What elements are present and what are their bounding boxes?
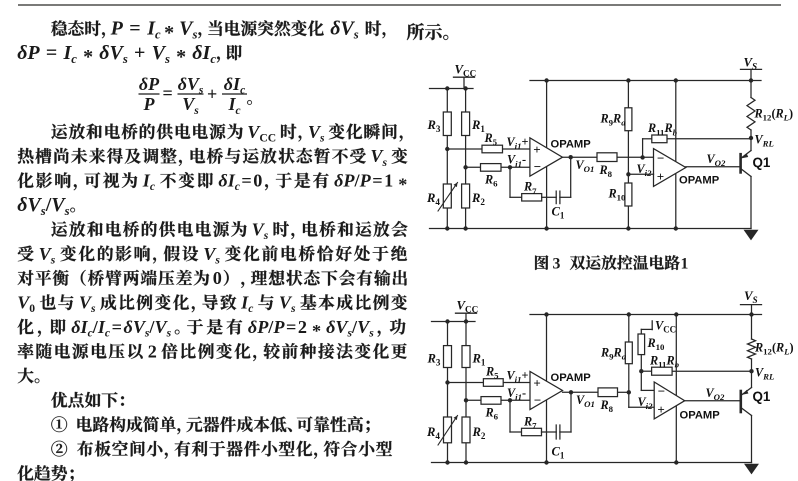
svg-text:VRL: VRL (755, 365, 774, 381)
svg-text:Vi1+: Vi1+ (507, 369, 529, 385)
svg-text:=: = (163, 83, 173, 103)
svg-text:R7: R7 (523, 414, 537, 430)
svg-text:C1: C1 (552, 205, 565, 221)
svg-text:R8: R8 (600, 398, 614, 414)
svg-text:−: − (658, 384, 665, 399)
svg-text:Vs: Vs (252, 219, 269, 242)
svg-text:Vs: Vs (370, 146, 387, 169)
svg-text:P=Ic*Vs: P=Ic*Vs (110, 18, 198, 44)
svg-text:Vs: Vs (279, 293, 296, 316)
svg-text:VO2: VO2 (706, 386, 725, 402)
svg-text:VO1: VO1 (576, 158, 595, 174)
svg-text:VCC: VCC (455, 63, 477, 79)
svg-text:Vs: Vs (79, 293, 96, 316)
svg-text:Vs: Vs (203, 244, 220, 267)
svg-text:+: + (657, 402, 664, 417)
svg-text:R3: R3 (427, 118, 441, 134)
svg-text:Vi2: Vi2 (638, 395, 654, 411)
svg-text:Vi2: Vi2 (637, 162, 653, 178)
svg-text:OPAMP: OPAMP (680, 409, 721, 421)
svg-text:1: 1 (681, 256, 689, 273)
svg-text:R5: R5 (485, 364, 499, 380)
svg-text:R12(RL): R12(RL) (754, 106, 794, 122)
svg-text:R9Ra: R9Ra (600, 112, 627, 128)
svg-text:−: − (534, 392, 541, 407)
svg-text:R1: R1 (472, 352, 486, 368)
svg-text:−: − (534, 159, 541, 174)
svg-text:R6: R6 (484, 173, 498, 189)
svg-text:OPAMP: OPAMP (551, 138, 592, 150)
svg-text:Vi1-: Vi1- (507, 386, 526, 402)
svg-text:δP/P=2*δVs/Vs: δP/P=2*δVs/Vs (248, 317, 374, 341)
svg-text:R2: R2 (471, 191, 485, 207)
svg-text:R5: R5 (484, 131, 498, 147)
svg-text:R12(RL): R12(RL) (754, 340, 794, 356)
svg-text:R1: R1 (471, 118, 485, 134)
svg-text:Q1: Q1 (753, 389, 771, 404)
svg-text:δP=Ic*δVs+Vs*δIc: δP=Ic*δVs+Vs*δIc (17, 42, 216, 68)
svg-text:R4: R4 (426, 425, 440, 441)
svg-text:3: 3 (553, 256, 561, 273)
svg-text:VRL: VRL (755, 132, 774, 148)
svg-text:Vs: Vs (39, 244, 56, 267)
svg-text:R11Rb: R11Rb (647, 121, 678, 137)
svg-text:R6: R6 (485, 406, 499, 422)
svg-text:R3: R3 (427, 352, 441, 368)
svg-text:R9Ra: R9Ra (600, 346, 627, 362)
svg-text:P: P (143, 94, 156, 114)
svg-text:δVs/Vs: δVs/Vs (17, 194, 69, 218)
svg-text:−: − (657, 150, 664, 165)
svg-text:+: + (207, 84, 217, 104)
svg-text:R2: R2 (472, 425, 486, 441)
svg-text:0: 0 (213, 268, 222, 288)
svg-text:V0: V0 (17, 293, 35, 316)
svg-text:Q1: Q1 (753, 155, 771, 170)
svg-text:R8: R8 (599, 163, 613, 179)
svg-text:R11Rb: R11Rb (649, 353, 680, 369)
svg-text:2: 2 (148, 341, 157, 361)
svg-text:C1: C1 (552, 445, 565, 461)
svg-text:OPAMP: OPAMP (551, 372, 592, 384)
svg-text:+: + (657, 169, 664, 184)
svg-text:δIc: δIc (224, 74, 245, 97)
svg-text:Vi1+: Vi1+ (507, 135, 529, 151)
svg-text:Ic: Ic (142, 171, 155, 194)
svg-text:δIc/Ic=δVs/Vs: δIc/Ic=δVs/Vs (71, 317, 171, 340)
svg-text:VCC: VCC (247, 122, 276, 145)
svg-text:Ic: Ic (228, 94, 241, 117)
svg-text:R10: R10 (647, 336, 666, 352)
svg-text:VO1: VO1 (576, 393, 595, 409)
svg-text:R10: R10 (608, 187, 627, 203)
svg-text:δIc=0: δIc=0 (218, 171, 262, 194)
svg-text:Vs: Vs (182, 94, 199, 117)
svg-text:VCC: VCC (655, 318, 676, 334)
svg-text:R4: R4 (426, 191, 440, 207)
svg-text:δP/P=1*: δP/P=1* (334, 171, 407, 195)
svg-text:VCC: VCC (457, 299, 479, 315)
svg-text:VO2: VO2 (707, 152, 726, 168)
svg-text:δVs: δVs (330, 18, 359, 42)
svg-text:δVs: δVs (178, 74, 204, 97)
svg-text:VS: VS (744, 289, 758, 305)
svg-text:VS: VS (744, 55, 758, 71)
svg-text:R7: R7 (523, 180, 537, 196)
svg-text:Vi1-: Vi1- (507, 153, 526, 169)
svg-text:Ic: Ic (240, 293, 253, 316)
svg-text:+: + (533, 142, 540, 157)
svg-text:OPAMP: OPAMP (679, 174, 720, 186)
svg-text:+: + (533, 375, 540, 390)
svg-text:Vs: Vs (308, 122, 325, 145)
svg-text:δP: δP (139, 74, 160, 94)
